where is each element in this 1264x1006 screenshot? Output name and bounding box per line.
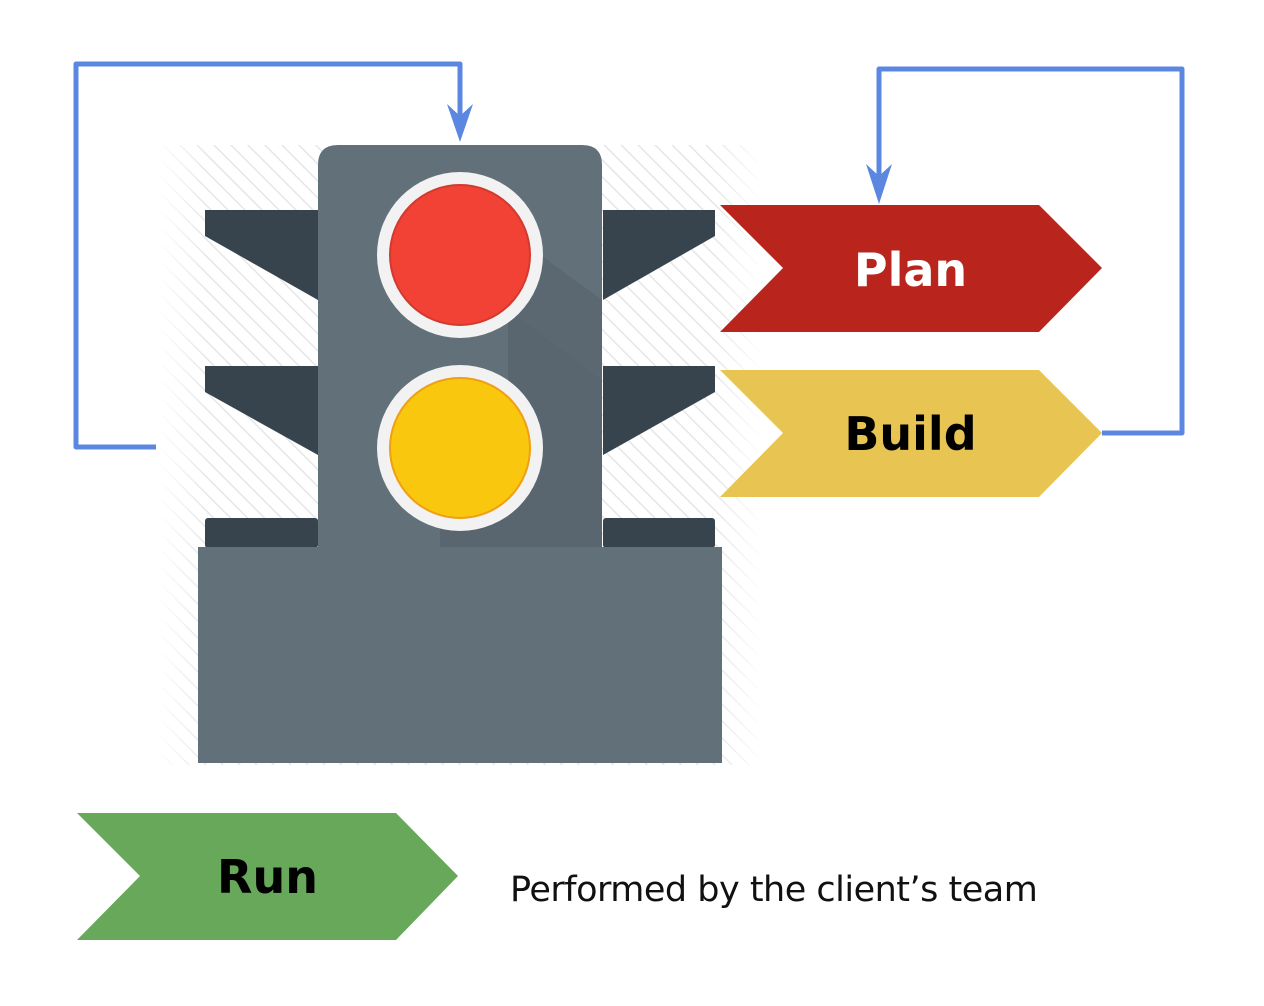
build-stage-label: Build bbox=[844, 407, 977, 461]
bracket-mid-left bbox=[205, 366, 318, 455]
arrowhead-icon bbox=[866, 164, 892, 204]
run-caption: Performed by the client’s team bbox=[510, 870, 1038, 910]
amber-light bbox=[389, 377, 531, 519]
light-base bbox=[198, 547, 722, 763]
left-feedback-connector bbox=[73, 61, 473, 450]
arrowhead-icon bbox=[447, 104, 473, 142]
red-light bbox=[389, 184, 531, 326]
plan-chevron bbox=[720, 205, 1102, 332]
bracket-mid-right bbox=[603, 366, 715, 455]
bracket-top-left bbox=[205, 210, 318, 300]
plan-stage-label: Plan bbox=[853, 243, 968, 297]
traffic-light-icon bbox=[198, 145, 722, 763]
bracket-top-right bbox=[603, 210, 715, 300]
build-chevron bbox=[720, 370, 1102, 497]
run-stage-label: Run bbox=[217, 850, 318, 904]
bracket-bottom-right bbox=[603, 518, 715, 548]
bracket-bottom-left bbox=[205, 518, 318, 548]
right-feedback-connector bbox=[866, 66, 1185, 436]
run-chevron bbox=[77, 813, 458, 940]
